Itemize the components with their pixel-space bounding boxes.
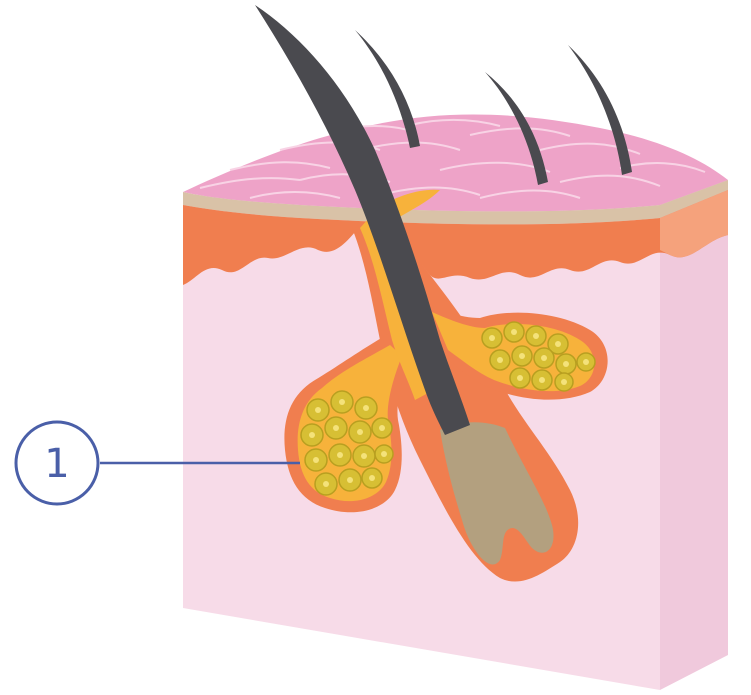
dermis-side-face: [660, 180, 728, 690]
callout-number-1: 1: [44, 441, 69, 487]
